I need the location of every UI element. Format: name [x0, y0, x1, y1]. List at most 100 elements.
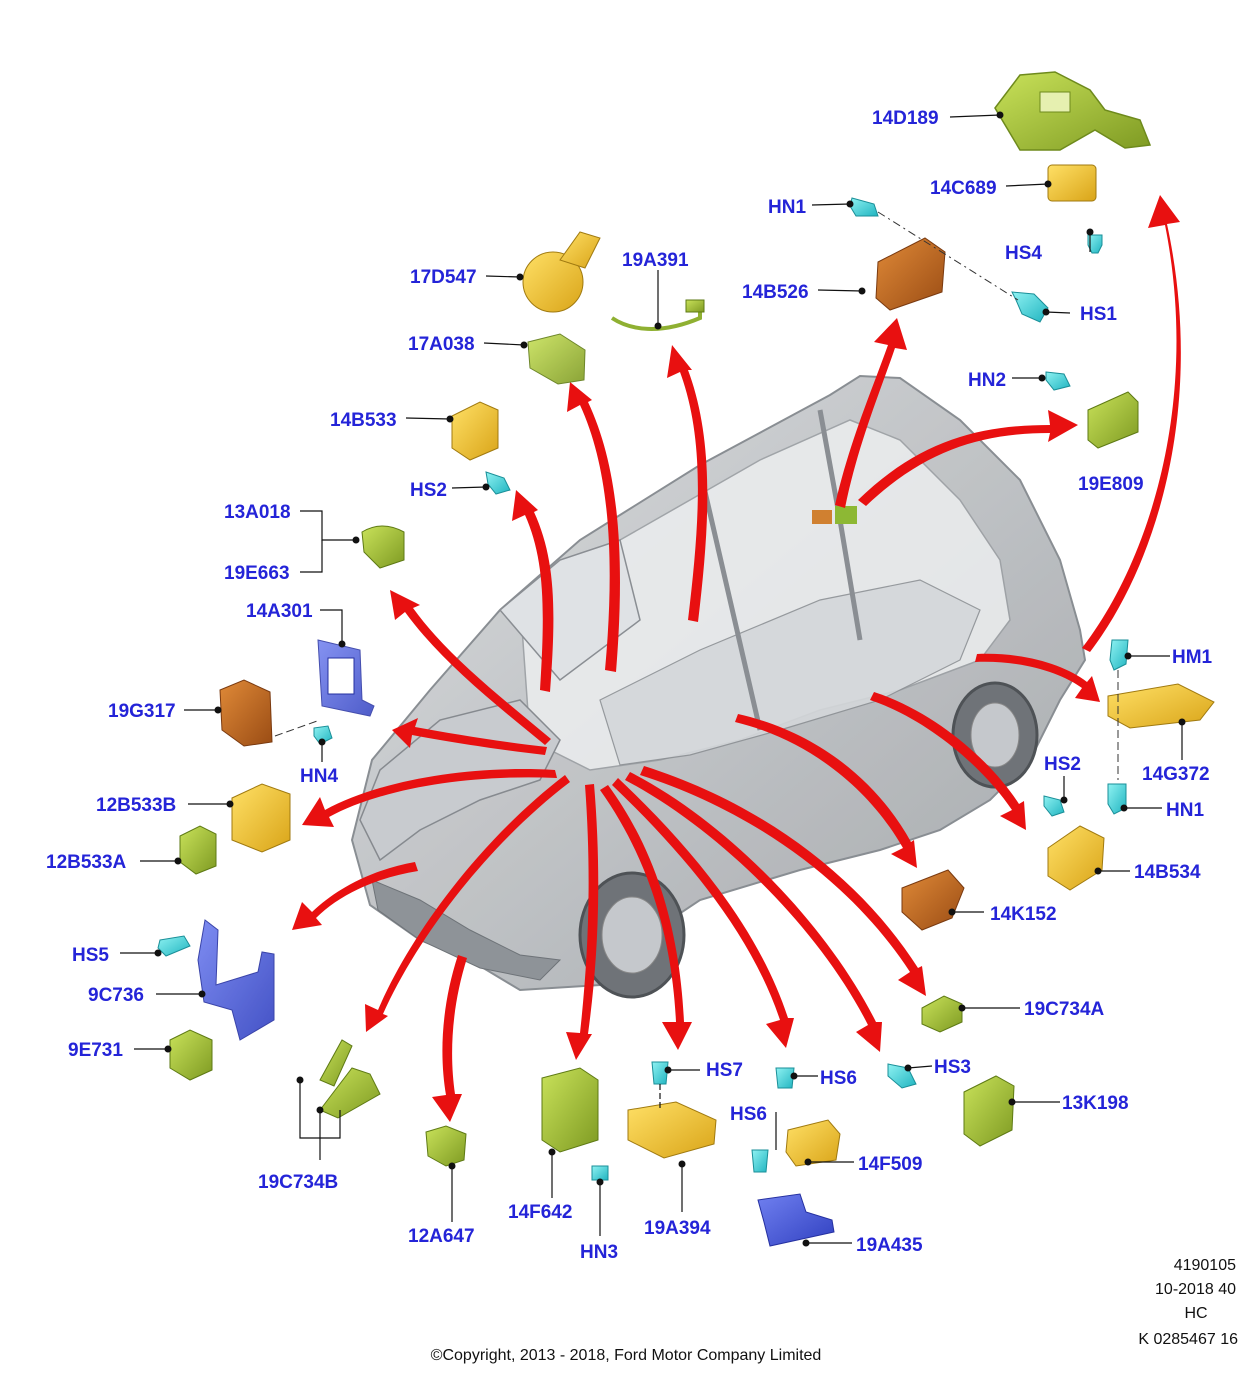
part-HM1-clip	[1109, 639, 1129, 671]
label-HN1-right: HN1	[1166, 800, 1204, 821]
part-HN2-nut	[1045, 371, 1071, 391]
part-17A038-bracket	[527, 333, 586, 385]
arrow-to-19E809	[858, 410, 1078, 506]
part-19A391-connector	[685, 299, 705, 313]
label-19E809: 19E809	[1078, 474, 1144, 495]
part-14D189-window	[1039, 91, 1071, 113]
label-14A301: 14A301	[246, 601, 313, 622]
label-HN1-top: HN1	[768, 197, 806, 218]
label-19A394: 19A394	[644, 1218, 711, 1239]
footer-info: 4190105 10-2018 40 HC K 0285467 16 ©Copy…	[431, 1257, 1238, 1364]
part-HS6-screw-a	[775, 1067, 795, 1089]
label-14G372: 14G372	[1142, 764, 1210, 785]
van-grille	[371, 879, 562, 981]
label-HN3: HN3	[580, 1242, 618, 1263]
arrow-to-19C734B	[365, 775, 570, 1032]
part-12B533A-module	[179, 825, 217, 875]
label-HS6-a: HS6	[820, 1068, 857, 1089]
label-HS3: HS3	[934, 1057, 971, 1078]
label-12B533B: 12B533B	[96, 795, 176, 816]
arrow-to-14B526	[835, 318, 907, 508]
label-HS6-b: HS6	[730, 1104, 767, 1125]
part-19E809-module	[1087, 391, 1139, 449]
b-pillar	[697, 469, 763, 731]
part-14B534-module	[1047, 825, 1105, 891]
part-HS2-screw-right	[1043, 795, 1065, 817]
part-19G317-module	[219, 679, 273, 747]
label-17D547: 17D547	[410, 267, 477, 288]
arrow-to-HN4	[392, 718, 547, 755]
label-14B533: 14B533	[330, 410, 397, 431]
part-19A391-wire	[610, 306, 702, 331]
part-9C736-bracket	[197, 919, 275, 1041]
label-14F509: 14F509	[858, 1154, 922, 1175]
label-13A018: 13A018	[224, 502, 291, 523]
part-19C734A-sensor	[921, 995, 963, 1033]
label-19E663: 19E663	[224, 563, 290, 584]
arrow-to-17A038	[567, 382, 620, 672]
mounted-module-green	[835, 506, 857, 524]
label-19A435: 19A435	[856, 1235, 923, 1256]
part-14F642-module	[541, 1067, 599, 1153]
label-9E731: 9E731	[68, 1040, 123, 1061]
label-14F642: 14F642	[508, 1202, 572, 1223]
part-14D189-bracket	[994, 71, 1152, 151]
reference-number: 4190105	[1174, 1257, 1236, 1274]
date-code: 10-2018 40	[1155, 1281, 1236, 1298]
label-12B533A: 12B533A	[46, 852, 127, 873]
label-HS5: HS5	[72, 945, 109, 966]
arrow-to-19A391	[667, 345, 708, 622]
arrow-to-12A647	[432, 955, 467, 1122]
part-14C689	[1047, 164, 1097, 202]
label-HS4: HS4	[1005, 243, 1042, 264]
part-14A301-window	[327, 657, 355, 695]
part-HN3-nut	[591, 1165, 609, 1181]
part-9E731-module	[169, 1029, 213, 1081]
copyright-notice: ©Copyright, 2013 - 2018, Ford Motor Comp…	[431, 1347, 822, 1364]
part-17D547-sensor	[522, 251, 584, 313]
front-wheel-rim	[601, 896, 663, 974]
part-HN1-nut-top	[849, 197, 879, 217]
label-14D189: 14D189	[872, 108, 939, 129]
leader-lines	[120, 111, 1186, 1247]
part-HS6-screw-b	[751, 1149, 769, 1173]
label-HS2-right: HS2	[1044, 754, 1081, 775]
label-HM1: HM1	[1172, 647, 1213, 668]
label-HS7: HS7	[706, 1060, 743, 1081]
label-HN4: HN4	[300, 766, 338, 787]
assembly-line-19g317-hn4	[274, 719, 321, 737]
part-19C734B-sensor-a	[319, 1039, 353, 1087]
label-19G317: 19G317	[108, 701, 176, 722]
label-9C736: 9C736	[88, 985, 144, 1006]
label-14B534: 14B534	[1134, 862, 1201, 883]
van-floor	[599, 579, 981, 766]
arrow-to-14B534	[870, 692, 1026, 830]
arrow-to-14F642	[566, 784, 599, 1060]
part-13A018-switch	[361, 525, 405, 569]
arrow-to-14B533	[512, 490, 554, 692]
part-14F509-module	[785, 1119, 841, 1167]
label-HN2: HN2	[968, 370, 1006, 391]
arrow-to-14K152	[735, 714, 917, 868]
part-labels: 14D189 14C689 HS4 HN1 14B526 HS1 19A391 …	[46, 108, 1213, 1263]
label-13K198: 13K198	[1062, 1093, 1129, 1114]
part-HS2-screw-left	[485, 471, 511, 495]
label-12A647: 12A647	[408, 1226, 475, 1247]
label-14C689: 14C689	[930, 178, 997, 199]
part-12B533B-module	[231, 783, 291, 853]
label-17A038: 17A038	[408, 334, 475, 355]
label-HS2-left: HS2	[410, 480, 447, 501]
part-13K198-module	[963, 1075, 1015, 1147]
label-HS1: HS1	[1080, 304, 1117, 325]
part-14B533-module	[451, 401, 499, 461]
kit-code: K 0285467 16	[1138, 1331, 1238, 1348]
arrow-to-9C736	[292, 862, 418, 930]
label-14K152: 14K152	[990, 904, 1057, 925]
part-19A394-module	[627, 1101, 717, 1159]
part-12A647-sensor	[425, 1125, 467, 1167]
part-14K152-module	[901, 869, 965, 931]
series-code: HC	[1184, 1305, 1207, 1322]
part-14G372-module	[1107, 683, 1215, 729]
arrow-to-12B533B	[302, 769, 557, 827]
